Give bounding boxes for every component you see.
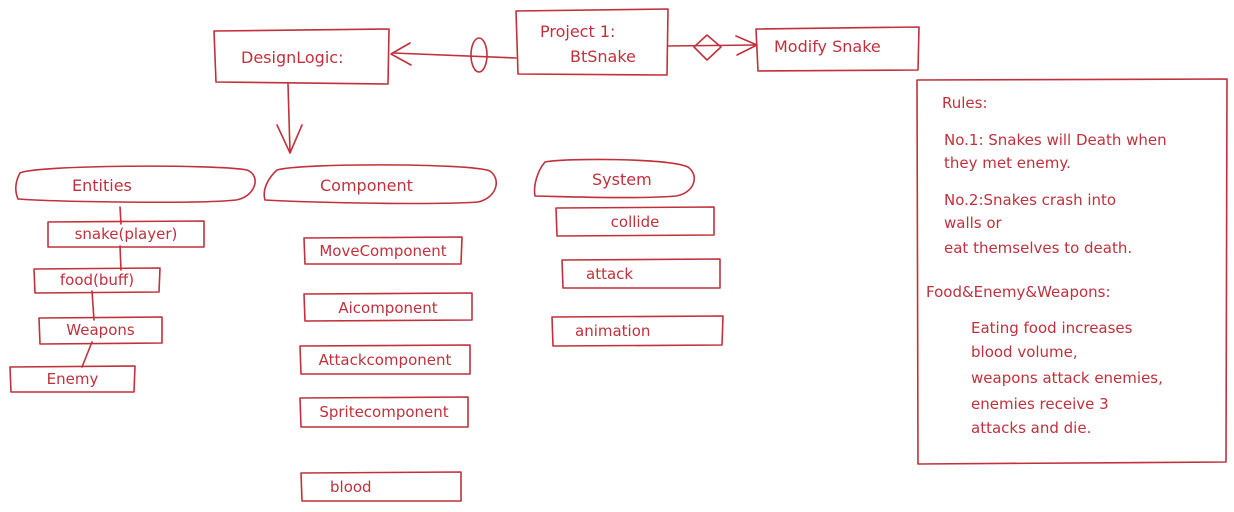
system-header: System [592,170,652,189]
few-line: blood volume, [971,343,1078,361]
design-logic-box [213,28,390,85]
food-enemy-weapons-title: Food&Enemy&Weapons: [926,283,1111,301]
system-item: attack [586,265,634,283]
few-line: attacks and die. [971,419,1092,437]
designlogic-down-arrow [276,83,303,154]
entity-box-snake [47,220,205,248]
design-logic-label: DesignLogic: [241,48,344,67]
project-to-modify-arrow [667,34,758,61]
system-box-collide [555,206,715,237]
entity-box-enemy [9,365,136,393]
project-name: BtSnake [570,47,636,66]
project-box [515,8,669,76]
component-box-ai [303,292,473,322]
component-box-blood [300,471,462,502]
component-item: Aicomponent [338,299,438,317]
rules-title: Rules: [942,94,988,112]
rules-box [916,78,1228,465]
system-item: collide [610,213,660,231]
project-to-designlogic-arrow [390,37,517,73]
entity-item: Enemy [46,370,99,388]
rule-2-line-1: No.2:Snakes crash into [944,191,1117,209]
entity-item: snake(player) [74,225,178,243]
component-item: blood [330,478,372,496]
component-box-move [303,236,463,265]
component-item: MoveComponent [319,242,447,260]
system-header-shape [533,158,696,199]
project-title: Project 1: [540,22,616,41]
rule-1-line-1: No.1: Snakes will Death when [944,131,1167,149]
system-item: animation [575,322,651,340]
component-item: Attackcomponent [318,351,452,369]
component-header: Component [320,176,413,195]
component-box-sprite [299,396,469,428]
entities-header: Entities [72,176,132,195]
few-line: weapons attack enemies, [971,369,1163,387]
rule-2-line-3: eat themselves to death. [944,239,1133,257]
entity-item: Weapons [66,321,135,339]
rule-1-line-2: they met enemy. [944,154,1071,172]
entity-box-weapons [38,316,163,345]
system-box-animation [551,315,724,347]
component-box-attack [299,344,471,375]
component-item: Spritecomponent [319,403,449,421]
entity-box-food [33,267,161,294]
component-header-shape [263,164,498,205]
modify-snake-box [755,26,920,72]
few-line: Eating food increases [971,319,1133,337]
entities-header-shape [15,165,256,204]
system-box-attack [561,258,721,289]
entities-connector [81,206,122,368]
rule-2-line-2: walls or [944,214,1002,232]
modify-snake-label: Modify Snake [774,37,881,56]
few-line: enemies receive 3 [971,395,1109,413]
entity-item: food(buff) [59,271,135,289]
